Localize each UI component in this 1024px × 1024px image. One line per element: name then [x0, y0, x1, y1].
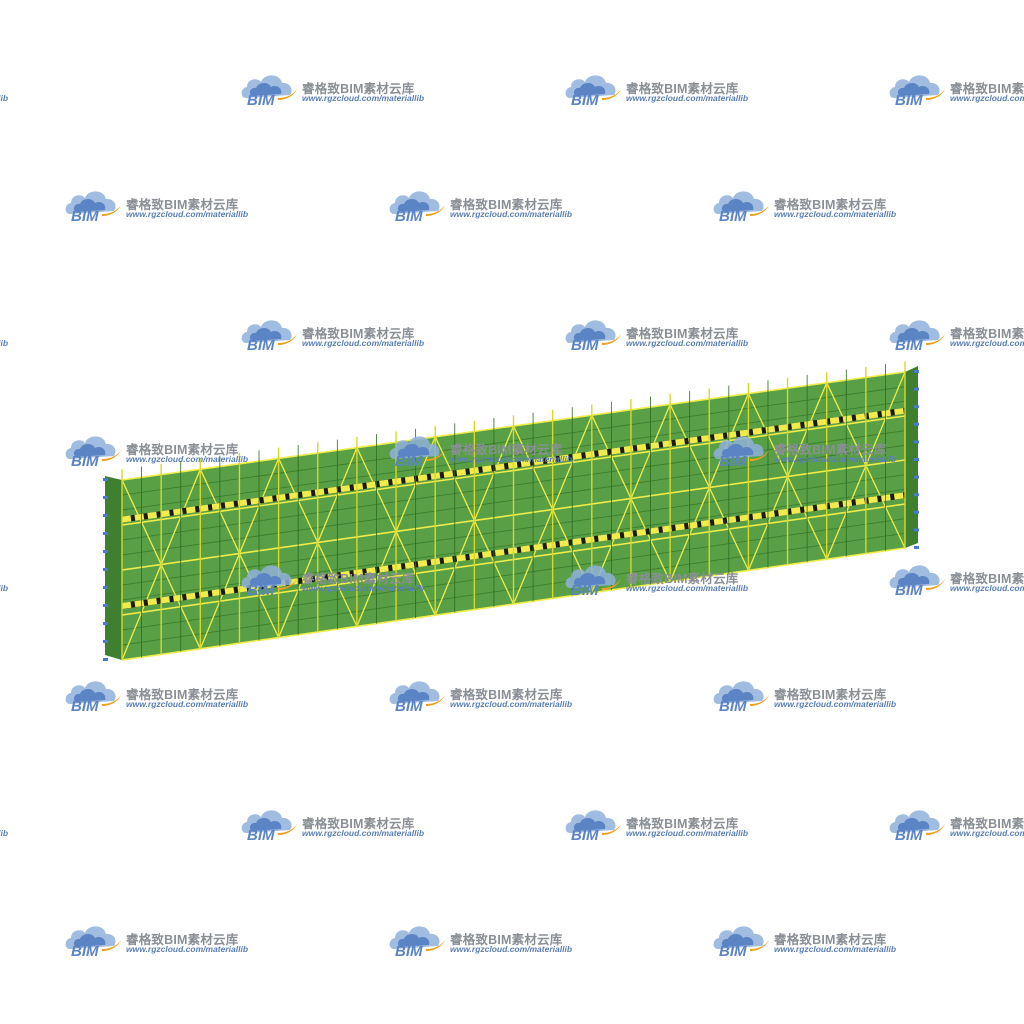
side-panel — [105, 476, 122, 660]
fitting — [103, 550, 108, 553]
fitting — [914, 405, 919, 409]
fitting — [914, 510, 919, 514]
fitting — [914, 475, 919, 479]
fitting — [103, 514, 108, 517]
fitting — [103, 478, 108, 481]
fitting — [914, 440, 919, 444]
fitting — [914, 458, 919, 461]
fitting — [103, 496, 108, 499]
fitting — [914, 546, 919, 549]
fitting — [914, 528, 919, 532]
fitting — [103, 532, 108, 535]
end-panel — [905, 366, 918, 548]
fitting — [103, 586, 108, 589]
fitting — [914, 387, 919, 391]
fitting — [914, 422, 919, 426]
fitting — [103, 640, 108, 643]
fitting — [103, 622, 108, 625]
fitting — [914, 493, 919, 497]
fitting — [103, 658, 108, 661]
fitting — [103, 604, 108, 607]
fitting — [914, 370, 919, 373]
fitting — [103, 568, 108, 571]
